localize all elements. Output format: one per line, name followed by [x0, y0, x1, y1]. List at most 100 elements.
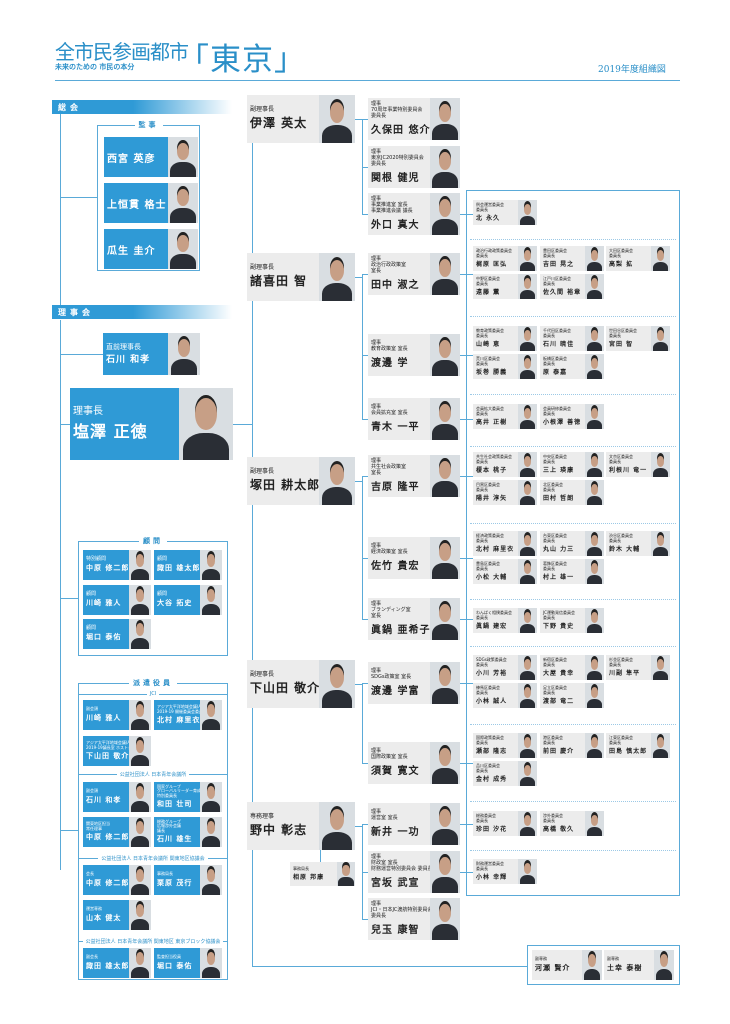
dispatched-officer-card[interactable]: 関東地区担当常任理事中原 修二郎: [83, 817, 151, 847]
dispatched-officer-card[interactable]: 副会頭川崎 雅人: [83, 700, 151, 730]
auditor-card[interactable]: 上恒貫 格士: [104, 183, 198, 223]
dispatched-officer-card[interactable]: 副会長諏田 雄太郎: [83, 948, 151, 978]
committee-chair-card[interactable]: 豊田区委員会委員長吉田 晃之: [540, 246, 604, 271]
executive-director-card[interactable]: 専務理事野中 彰志: [247, 802, 355, 850]
role-label: 事業推進室 室長: [371, 202, 408, 209]
vice-president-card[interactable]: 副理事長伊澤 英太: [247, 95, 355, 143]
committee-chair-card[interactable]: 文京区委員会委員長利根川 竜一: [606, 452, 670, 477]
dispatched-officer-card[interactable]: アジア太平洋地域会議(ASPAC)2019-19議長室 ホストシティ下山田 敬介: [83, 736, 151, 766]
committee-chair-card[interactable]: 練馬区委員会委員長小林 誠人: [473, 683, 537, 708]
committee-chair-card[interactable]: 江東区委員会委員長田島 慎太郎: [606, 733, 670, 758]
immediate-past-president-card[interactable]: 直前理事長石川 和孝: [103, 333, 200, 375]
role-label: 理事: [371, 340, 382, 347]
role-label: 副理事長: [250, 670, 275, 678]
person-name: 佐竹 貴宏: [371, 560, 420, 572]
committee-chair-card[interactable]: 総務委員会委員長珍田 汐花: [473, 811, 537, 836]
auditor-card[interactable]: 瓜生 圭介: [104, 229, 198, 269]
committee-chair-card[interactable]: 足立区委員会委員長渡部 竜二: [540, 683, 604, 708]
dispatched-officer-card[interactable]: 事務局長栗原 茂行: [154, 865, 222, 895]
role-label: 広報渉外会議: [157, 823, 181, 829]
advisor-card[interactable]: 顧問諏田 雄太郎: [154, 550, 222, 580]
president-card[interactable]: 理事長塩澤 正徳: [70, 388, 233, 460]
committee-chair-card[interactable]: 板橋区委員会委員長原 泰嘉: [540, 354, 604, 379]
committee-chair-card[interactable]: 中央区委員会委員長三上 瑛康: [540, 452, 604, 477]
vice-president-card[interactable]: 副理事長諸喜田 智: [247, 253, 355, 301]
committee-chair-card[interactable]: 北区委員会委員長田村 哲朗: [540, 480, 604, 505]
committee-chair-card[interactable]: 渉外委員会委員長高橋 敬久: [540, 811, 604, 836]
vice-secretary-card[interactable]: 副専務河瀬 賢介: [532, 950, 602, 980]
secretariat-card[interactable]: 事務局長相原 邦康: [290, 862, 355, 886]
director-card[interactable]: 理事東京JC2020特別委員会委員長関根 健児: [368, 146, 460, 188]
committee-chair-card[interactable]: 経済政策委員会委員長北村 麻里衣: [473, 531, 537, 556]
committee-chair-card[interactable]: SDGs政策委員会委員長小川 芳裕: [473, 655, 537, 680]
committee-chair-card[interactable]: 国際政策委員会委員長瀬部 隆志: [473, 733, 537, 758]
committee-chair-card[interactable]: 葛飾区委員会委員長村上 雄一: [540, 559, 604, 584]
committee-chair-card[interactable]: 中野区委員会委員長遠藤 薫: [473, 274, 537, 299]
dispatched-officer-card[interactable]: 総務グループ広報渉外会議議長石川 雄生: [154, 817, 222, 847]
advisor-card[interactable]: 顧問川崎 雅人: [83, 585, 151, 615]
committee-chair-card[interactable]: 荒川区委員会委員長坂巻 勝義: [473, 354, 537, 379]
committee-chair-card[interactable]: 新宿区委員会委員長大屋 貴幸: [540, 655, 604, 680]
person-name: 諏田 雄太郎: [157, 564, 200, 573]
director-card[interactable]: 理事ブランディング室室長眞鍋 亜希子: [368, 598, 460, 640]
committee-chair-card[interactable]: JC運動発信委員会委員長下野 貴史: [540, 608, 604, 633]
committee-chair-card[interactable]: 目黒区委員会委員長陽井 淳矢: [473, 480, 537, 505]
director-card[interactable]: 理事財政室 室長財務運営特別委員会 委員長宮坂 武宣: [368, 851, 460, 893]
director-card[interactable]: 理事会員拡充室 室長青木 一平: [368, 398, 460, 440]
advisor-card[interactable]: 顧問大谷 拓史: [154, 585, 222, 615]
committee-chair-card[interactable]: 大田区委員会委員長高梨 拡: [606, 246, 670, 271]
committee-chair-card[interactable]: わんぱく相撲委員会委員長眞鍋 建宏: [473, 608, 537, 633]
committees-box: [466, 190, 680, 896]
advisor-card[interactable]: 顧問堀口 泰佑: [83, 619, 151, 649]
committee-chair-card[interactable]: 渋谷区委員会委員長鈴木 大輔: [606, 531, 670, 556]
person-name: 中原 修二郎: [86, 564, 129, 573]
committee-chair-card[interactable]: 豊島区委員会委員長小松 大輔: [473, 559, 537, 584]
person-photo-icon: [585, 354, 604, 379]
committee-chair-card[interactable]: 教育政策委員会委員長山崎 恵: [473, 326, 537, 351]
role-label: 会員拡大委員会: [476, 405, 504, 411]
dispatched-officer-card[interactable]: 副会頭石川 和孝: [83, 782, 151, 812]
advisor-card[interactable]: 特別顧問中原 修二郎: [83, 550, 151, 580]
vice-secretary-card[interactable]: 副専務土幸 泰樹: [604, 950, 674, 980]
director-card[interactable]: 理事事業推進室 室長事業推進会議 議長外口 真大: [368, 193, 460, 235]
committee-chair-card[interactable]: 世田谷区委員会委員長宮田 智: [606, 326, 670, 351]
committee-chair-card[interactable]: 共生社会政策委員会委員長榎本 桃子: [473, 452, 537, 477]
dispatched-officer-card[interactable]: 監査担当役員堀口 泰佑: [154, 948, 222, 978]
committee-chair-card[interactable]: 港区委員会委員長前田 慶介: [540, 733, 604, 758]
role-label: 委員長: [476, 410, 488, 416]
person-name: 下野 貴史: [543, 623, 575, 631]
committee-chair-card[interactable]: 会員拡大委員会委員長高井 正樹: [473, 404, 537, 429]
director-card[interactable]: 理事共生社会政策室室長吉原 隆平: [368, 455, 460, 497]
director-card[interactable]: 理事運営室 室長新井 一功: [368, 803, 460, 845]
committee-chair-card[interactable]: 財務運営委員会委員長小林 幸輝: [473, 859, 537, 884]
committee-chair-card[interactable]: 政治行政政策委員会委員長梶原 匡弘: [473, 246, 537, 271]
director-card[interactable]: 理事経済政策室 室長佐竹 貴宏: [368, 537, 460, 579]
director-card[interactable]: 理事国際政策室 室長須賀 寛文: [368, 742, 460, 784]
person-name: 原 泰嘉: [543, 369, 568, 377]
dispatched-officer-card[interactable]: 会長中原 修二郎: [83, 865, 151, 895]
card-text: 副理事長下山田 敬介: [247, 660, 319, 708]
committee-chair-card[interactable]: 品川区委員会委員長金村 成秀: [473, 761, 537, 786]
role-label: 委員長: [476, 332, 488, 338]
dispatched-officer-card[interactable]: 国家グループグローバルリーダー育成会議特別委員長和田 壮司: [154, 782, 222, 812]
person-name: 榎本 桃子: [476, 467, 508, 475]
vice-president-card[interactable]: 副理事長塚田 耕太郎: [247, 457, 355, 505]
auditor-card[interactable]: 西宮 英彦: [104, 137, 198, 177]
person-photo-icon: [654, 950, 674, 980]
committee-chair-card[interactable]: 例会運営委員会委員長北 永久: [473, 200, 537, 225]
committee-chair-card[interactable]: 台東区委員会委員長丸山 力三: [540, 531, 604, 556]
director-card[interactable]: 理事教育政策室 室長渡邊 学: [368, 334, 460, 376]
committee-chair-card[interactable]: 会員研修委員会委員長小根澤 善徳: [540, 404, 604, 429]
vice-president-card[interactable]: 副理事長下山田 敬介: [247, 660, 355, 708]
connector-line: [460, 355, 473, 356]
committee-chair-card[interactable]: 杉並区委員会委員長川副 隼平: [606, 655, 670, 680]
dispatched-officer-card[interactable]: 運営専務山本 健太: [83, 900, 151, 930]
committee-chair-card[interactable]: 千代田区委員会委員長石川 暁佳: [540, 326, 604, 351]
director-card[interactable]: 理事政治行政政策室室長田中 淑之: [368, 253, 460, 295]
committee-chair-card[interactable]: 江戸川区委員会委員長佐久間 裕章: [540, 274, 604, 299]
